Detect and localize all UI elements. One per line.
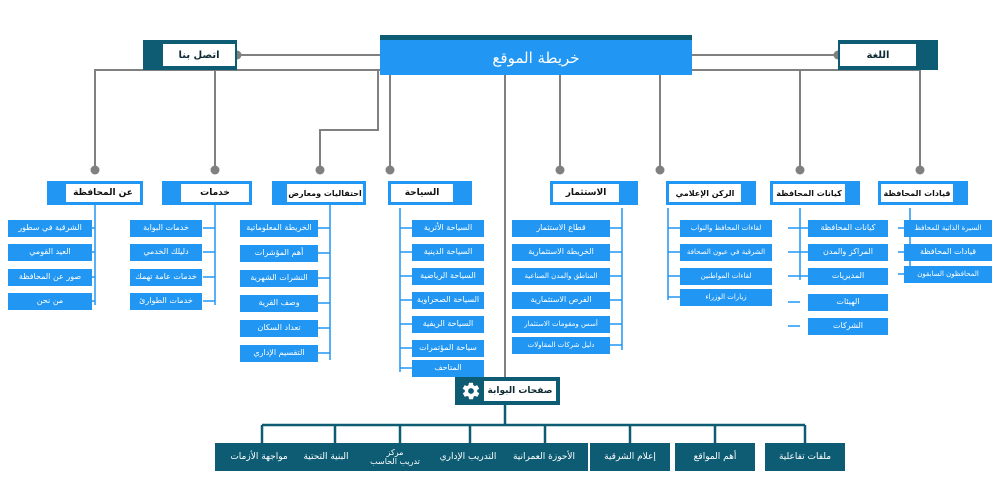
leaf-item[interactable]: مواجهة الأزمات — [215, 443, 303, 471]
page-title: خريطة الموقع — [380, 35, 692, 75]
language-label: اللغة — [840, 44, 916, 66]
list-item[interactable]: المناطق والمدن الصناعية — [512, 268, 610, 285]
section-label-leadership: قيادات المحافظة — [881, 184, 953, 202]
list-item[interactable]: من نحن — [8, 293, 92, 310]
section-label-tourism: السياحة — [391, 184, 453, 202]
list-item[interactable]: المتاحف — [412, 360, 484, 377]
list-item[interactable]: السياحة الأثرية — [412, 220, 484, 237]
list-item[interactable]: خدمات عامة تهمك — [130, 269, 202, 286]
list-item[interactable]: الفرص الاستثمارية — [512, 292, 610, 309]
list-item[interactable]: أهم المؤشرات — [240, 245, 318, 262]
leaf-item[interactable]: إعلام الشرقية — [590, 443, 670, 471]
section-header-leadership[interactable]: قيادات المحافظة — [878, 181, 968, 205]
section-label-events: احتفاليات ومعارض — [287, 184, 363, 202]
list-item[interactable]: قيادات المحافظة — [904, 244, 992, 261]
list-item[interactable]: السيرة الذاتية للمحافظ — [904, 220, 992, 237]
leaf-item[interactable]: ملفات تفاعلية — [765, 443, 845, 471]
list-item[interactable]: السياحة الرياضية — [412, 268, 484, 285]
list-item[interactable]: الشركات — [808, 318, 888, 335]
list-item[interactable]: السياحة الريفية — [412, 316, 484, 333]
list-item[interactable]: الشرقية في عيون الصحافة — [680, 244, 772, 261]
section-header-services[interactable]: خدمات — [162, 181, 252, 205]
list-item[interactable]: قطاع الاستثمار — [512, 220, 610, 237]
list-item[interactable]: لقاءات المواطنين — [680, 268, 772, 285]
list-item[interactable]: الخريطة الاستثمارية — [512, 244, 610, 261]
list-item[interactable]: المحافظون السابقون — [904, 266, 992, 283]
portal-pages-node[interactable]: صفحات البوابة — [455, 377, 560, 405]
list-item[interactable]: لقاءات المحافظ والنواب — [680, 220, 772, 237]
list-item[interactable]: الشرقية في سطور — [8, 220, 92, 237]
list-item[interactable]: أسس ومقومات الاستثمار — [512, 316, 610, 333]
list-item[interactable]: التقسيم الإداري — [240, 345, 318, 362]
portal-pages-label: صفحات البوابة — [484, 381, 556, 401]
list-item[interactable]: وصف القرية — [240, 295, 318, 312]
section-header-about[interactable]: عن المحافظة — [47, 181, 143, 205]
section-label-entities: كيانات المحافظة — [773, 184, 845, 202]
list-item[interactable]: صور عن المحافظة — [8, 269, 92, 286]
list-item[interactable]: سياحة المؤتمرات — [412, 340, 484, 357]
gear-icon — [458, 378, 484, 404]
section-header-tourism[interactable]: السياحة — [388, 181, 472, 205]
leaf-item[interactable]: مركز تدريب الحاسب — [360, 443, 430, 471]
section-header-media[interactable]: الركن الإعلامي — [666, 181, 756, 205]
leaf-item[interactable]: أهم المواقع — [675, 443, 755, 471]
list-item[interactable]: كيانات المحافظة — [808, 220, 888, 237]
list-item[interactable]: النشرات الشهرية — [240, 270, 318, 287]
child-connectors — [80, 204, 911, 372]
section-label-investment: الاستثمار — [553, 184, 619, 202]
language-box[interactable]: اللغة — [838, 40, 938, 70]
list-item[interactable]: تعداد السكان — [240, 320, 318, 337]
list-item[interactable]: دليلك الخدمي — [130, 244, 202, 261]
list-item[interactable]: دليل شركات المقاولات — [512, 337, 610, 354]
leaf-item[interactable]: التدريب الإداري — [425, 443, 511, 471]
section-header-events[interactable]: احتفاليات ومعارض — [272, 181, 366, 205]
section-header-entities[interactable]: كيانات المحافظة — [770, 181, 860, 205]
list-item[interactable]: الخريطة المعلوماتية — [240, 220, 318, 237]
list-item[interactable]: السياحة الصحراوية — [412, 292, 484, 309]
section-label-media: الركن الإعلامي — [669, 184, 741, 202]
list-item[interactable]: خدمات الطوارئ — [130, 293, 202, 310]
section-label-about: عن المحافظة — [66, 184, 140, 202]
list-item[interactable]: السياحة الدينية — [412, 244, 484, 261]
contact-us-box[interactable]: اتصل بنا — [143, 40, 237, 70]
section-label-services: خدمات — [181, 184, 249, 202]
list-item[interactable]: المراكز والمدن — [808, 244, 888, 261]
list-item[interactable]: المديريات — [808, 268, 888, 285]
contact-us-label: اتصل بنا — [163, 44, 235, 66]
section-header-investment[interactable]: الاستثمار — [550, 181, 638, 205]
list-item[interactable]: الهيئات — [808, 294, 888, 311]
portal-connectors — [260, 405, 807, 443]
list-item[interactable]: العيد القومي — [8, 244, 92, 261]
leaf-item[interactable]: الأحوزة العمرانية — [500, 443, 588, 471]
list-item[interactable]: زيارات الوزراء — [680, 289, 772, 306]
list-item[interactable]: خدمات البوابة — [130, 220, 202, 237]
